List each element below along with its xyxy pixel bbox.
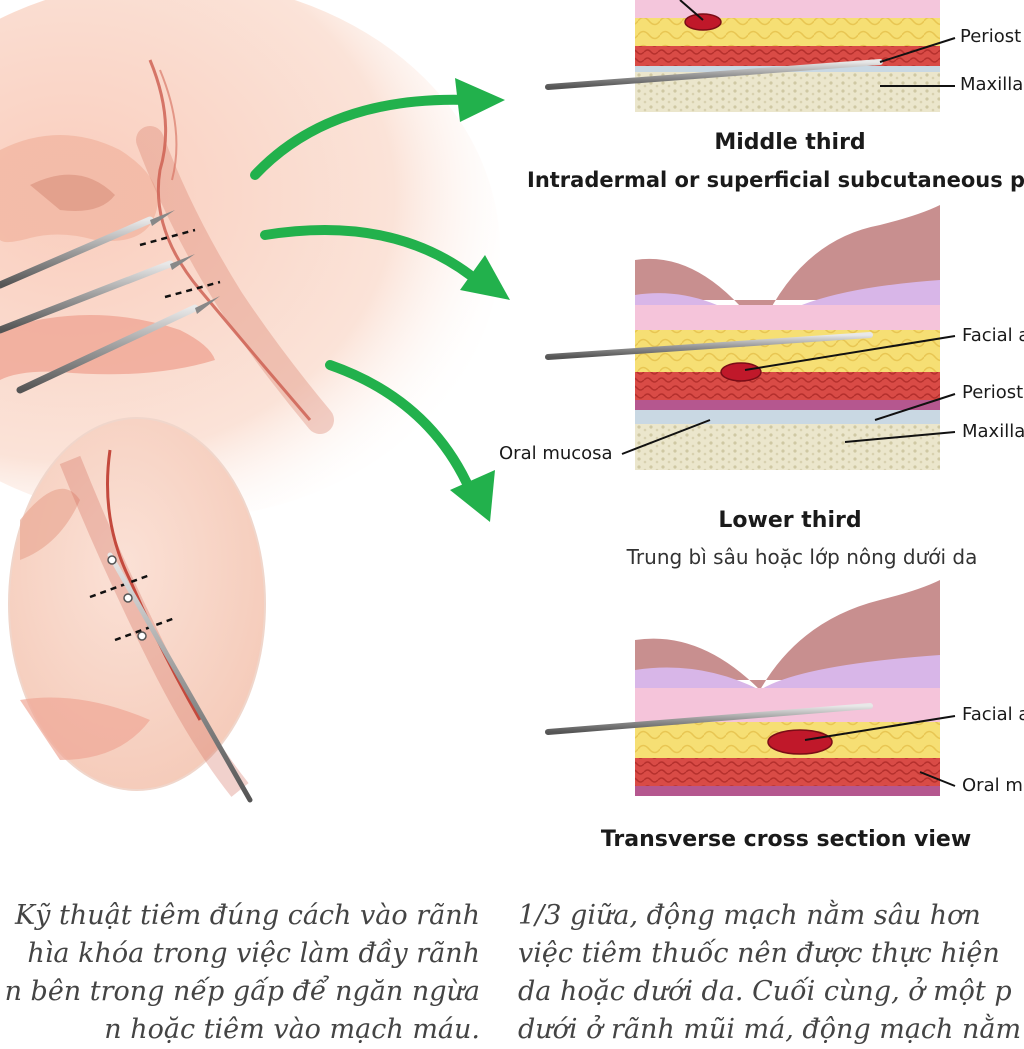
cross-section-middle [545, 0, 956, 112]
body-line: việc tiêm thuốc nên được thực hiện [518, 938, 1000, 969]
caption-middle-third: Middle third [714, 130, 865, 155]
caption-middle-subtitle: Intradermal or superficial subcutaneous … [527, 164, 1024, 192]
illustration [0, 0, 956, 803]
label-maxilla-2: Maxilla [962, 421, 1024, 442]
arrows [250, 78, 510, 522]
cross-section-transverse [545, 580, 956, 796]
caption-subtitle: Trung bì sâu hoặc lớp nông dưới da [626, 545, 978, 569]
cross-section-lower [545, 205, 956, 470]
body-line: da hoặc dưới da. Cuối cùng, ở một p [518, 976, 1012, 1007]
body-line: hìa khóa trong việc làm đầy rãnh [27, 938, 480, 969]
label-oral-m-3: Oral m [962, 775, 1023, 796]
caption-lower-third: Lower third [718, 508, 861, 533]
caption-title: Transverse cross section view [600, 827, 972, 852]
label-periost-1: Periost [960, 26, 1022, 47]
label-maxilla-1: Maxilla [960, 74, 1024, 95]
label-oral-mucosa: Oral mucosa [499, 443, 613, 464]
label-facial-a-3: Facial a [962, 704, 1024, 725]
body-line: n hoặc tiêm vào mạch máu. [104, 1014, 480, 1045]
caption-lower-subtitle: Trung bì sâu hoặc lớp nông dưới da [627, 541, 978, 569]
body-text-right: 1/3 giữa, động mạch nằm sâu hơn việc tiê… [518, 897, 1024, 1049]
zoom-inset [8, 417, 266, 803]
needle-group [0, 210, 220, 394]
body-text-left: Kỹ thuật tiêm đúng cách vào rãnh hìa khó… [0, 897, 480, 1049]
caption-title: Lower third [718, 508, 862, 533]
body-line: 1/3 giữa, động mạch nằm sâu hơn [518, 900, 981, 931]
body-line: dưới ở rãnh mũi má, động mạch nằm [518, 1014, 1022, 1045]
caption-transverse: Transverse cross section view [601, 827, 971, 852]
body-line: n bên trong nếp gấp để ngăn ngừa [4, 976, 480, 1007]
label-periost-2: Periost [962, 382, 1024, 403]
body-line: Kỹ thuật tiêm đúng cách vào rãnh [14, 900, 480, 931]
label-facial-a-2: Facial a [962, 325, 1024, 346]
caption-title: Middle third [714, 130, 866, 155]
caption-subtitle: Intradermal or superficial subcutaneous … [527, 168, 1024, 192]
